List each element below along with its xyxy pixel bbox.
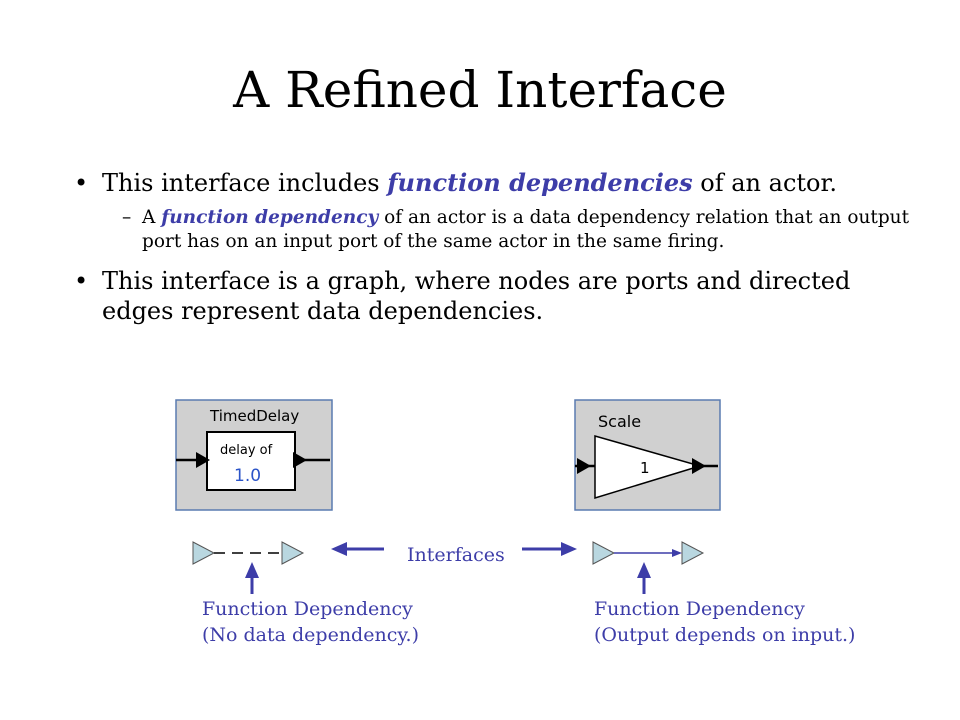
bullet-dot: • — [74, 169, 89, 197]
sub-bullet-emphasis: function dependency — [161, 207, 379, 228]
sub-bullet-1: – A function dependency of an actor is a… — [70, 206, 910, 254]
right-interface-graph — [592, 541, 705, 565]
sub-bullet-dash: – — [122, 207, 132, 228]
caption-arrows — [245, 562, 651, 594]
left-caption-line2: (No data dependency.) — [202, 624, 420, 646]
bullet-1-text-before: This interface includes — [102, 169, 388, 197]
bullet-1-emphasis: function dependencies — [387, 168, 693, 197]
scale-actor: Scale 1 — [574, 399, 721, 511]
right-caption-line1: Function Dependency — [594, 598, 805, 620]
sub-bullet-prefix: A — [142, 207, 162, 228]
timed-delay-label: delay of — [220, 443, 273, 458]
slide-title: A Refined Interface — [233, 61, 727, 119]
bullet-2: • This interface is a graph, where nodes… — [70, 266, 910, 326]
interfaces-label: Interfaces — [407, 544, 505, 566]
output-port — [681, 541, 705, 565]
left-caption-line1: Function Dependency — [202, 598, 413, 620]
right-caption: Function Dependency (Output depends on i… — [594, 596, 855, 648]
input-port — [592, 541, 616, 565]
bullet-list: • This interface includes function depen… — [70, 168, 910, 326]
bullet-2-text: This interface is a graph, where nodes a… — [102, 267, 851, 325]
bullet-1: • This interface includes function depen… — [70, 168, 910, 198]
sub-bullet-rest: of an actor is a data dependency relatio… — [142, 207, 910, 252]
bullet-1-text-after: of an actor. — [692, 169, 837, 197]
output-port — [281, 541, 305, 565]
left-interface-graph — [192, 541, 305, 565]
input-port — [192, 541, 216, 565]
timed-delay-value: 1.0 — [234, 466, 261, 486]
scale-value: 1 — [640, 459, 650, 477]
interfaces-arrows — [331, 542, 577, 556]
right-caption-line2: (Output depends on input.) — [594, 624, 856, 646]
timed-delay-actor: TimedDelay delay of 1.0 — [175, 399, 333, 511]
bullet-dot: • — [74, 267, 89, 295]
scale-title: Scale — [598, 412, 641, 431]
left-caption: Function Dependency (No data dependency.… — [202, 596, 419, 648]
timed-delay-title: TimedDelay — [209, 407, 299, 425]
